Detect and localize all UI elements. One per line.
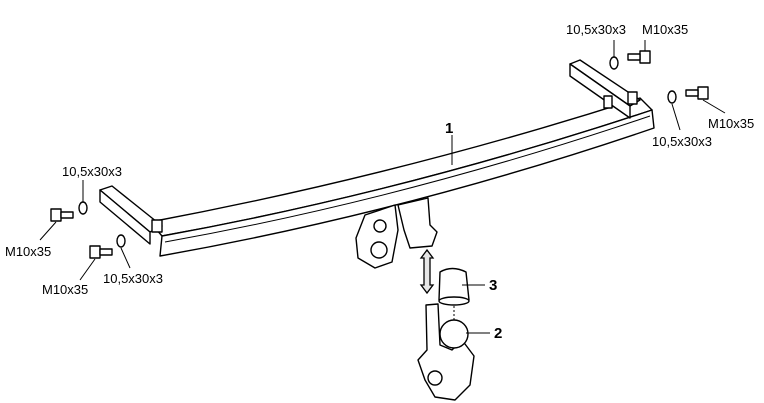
bolt-label: M10x35 <box>708 116 754 131</box>
fasteners <box>50 50 709 259</box>
left-mounting-bracket <box>99 185 163 245</box>
washer-label: 10,5x30x3 <box>652 134 712 149</box>
crossbar <box>149 97 655 257</box>
bolt-label: M10x35 <box>5 244 51 259</box>
washer-label: 10,5x30x3 <box>566 22 626 37</box>
washer-label: 10,5x30x3 <box>103 271 163 286</box>
bolt-label: M10x35 <box>42 282 88 297</box>
washer-label: 10,5x30x3 <box>62 164 122 179</box>
part-number-1: 1 <box>445 120 453 137</box>
insertion-arrow-icon <box>419 248 435 295</box>
ball-cover <box>438 267 485 322</box>
part-number-2: 2 <box>494 325 502 342</box>
part-number-3: 3 <box>489 277 497 294</box>
right-mounting-bracket <box>569 59 641 119</box>
bolt-label: M10x35 <box>642 22 688 37</box>
coupling-housing <box>355 197 438 269</box>
ball-neck <box>417 303 490 401</box>
leader-lines <box>39 40 726 281</box>
